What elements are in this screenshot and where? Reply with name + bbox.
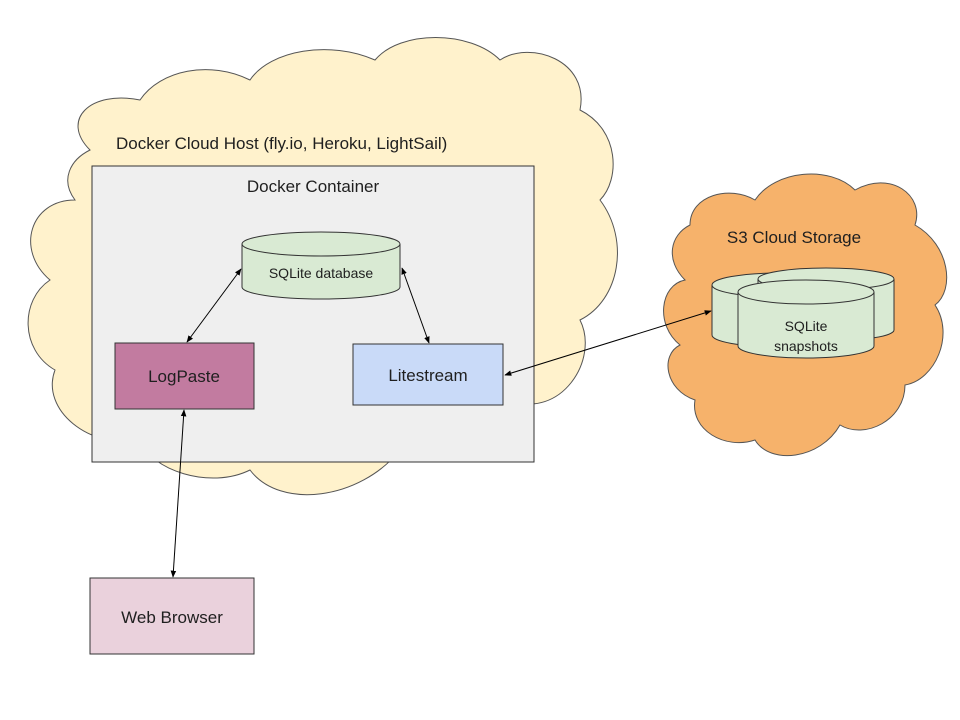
sqlite-database-label: SQLite database (269, 265, 374, 281)
snapshots-label-line1: SQLite (785, 318, 828, 334)
sqlite-database-cylinder: SQLite database (241, 231, 401, 300)
litestream-label: Litestream (388, 366, 467, 385)
arrow-litestream-snapshots (504, 310, 712, 376)
host-cloud-label: Docker Cloud Host (fly.io, Heroku, Light… (116, 134, 447, 153)
arrow-logpaste-database (186, 268, 242, 343)
sqlite-snapshots-cylinders: SQLite snapshots (711, 267, 895, 359)
litestream-box (352, 343, 504, 406)
logpaste-label: LogPaste (148, 367, 220, 386)
docker-container-box (91, 165, 535, 463)
web-browser-box (89, 577, 255, 655)
docker-container-label: Docker Container (247, 177, 380, 196)
web-browser-label: Web Browser (121, 608, 223, 627)
arrow-logpaste-browser (170, 409, 187, 578)
snapshots-label-line2: snapshots (774, 338, 838, 354)
s3-cloud-label: S3 Cloud Storage (727, 228, 861, 247)
arrow-litestream-database (401, 267, 430, 344)
logpaste-box (114, 342, 255, 410)
